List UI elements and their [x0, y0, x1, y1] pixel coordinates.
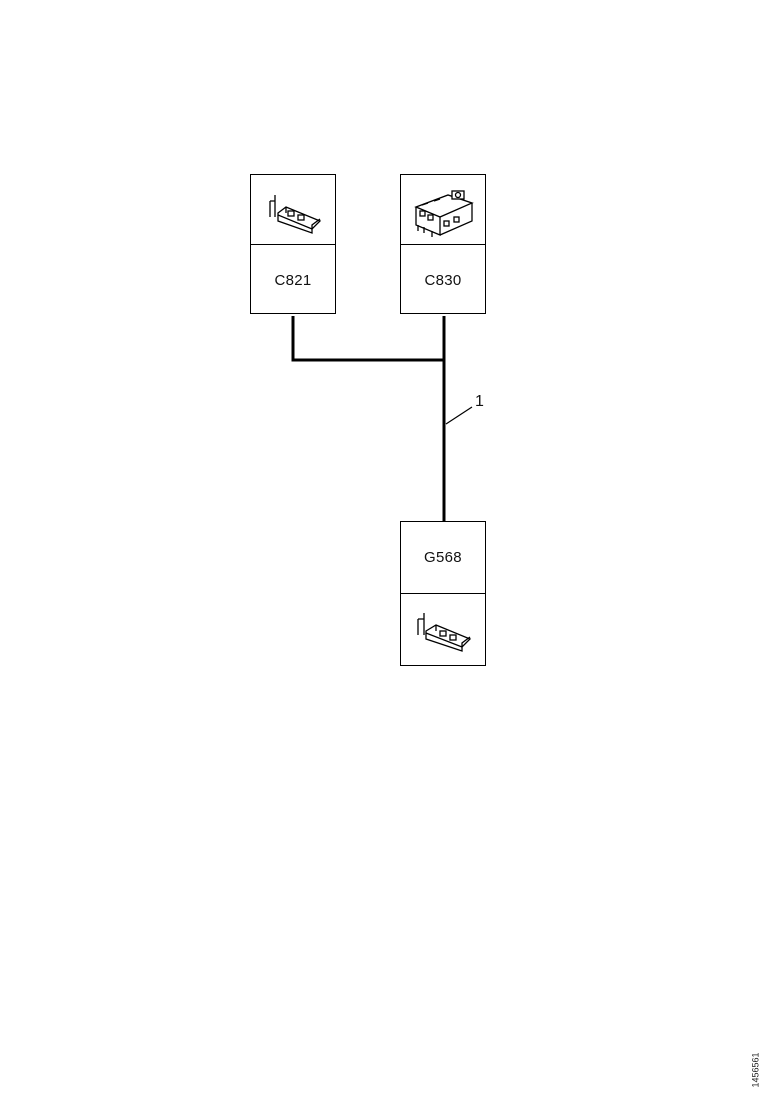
callout-leader: [445, 406, 473, 425]
connector-g568-label: G568: [401, 522, 485, 594]
harness-callout: 1: [475, 393, 484, 410]
connector-plug-icon: [251, 175, 335, 245]
connector-c821[interactable]: C821: [250, 174, 336, 314]
connector-c821-label: C821: [274, 271, 312, 289]
connector-g568[interactable]: G568: [400, 521, 486, 666]
connector-plug-icon: [401, 594, 485, 666]
reference-code: 1456561: [751, 1052, 762, 1088]
wire-c821: [291, 316, 444, 362]
connector-c830[interactable]: C830: [400, 174, 486, 314]
connector-c830-label: C830: [424, 271, 462, 289]
connector-block-icon: [401, 175, 485, 245]
